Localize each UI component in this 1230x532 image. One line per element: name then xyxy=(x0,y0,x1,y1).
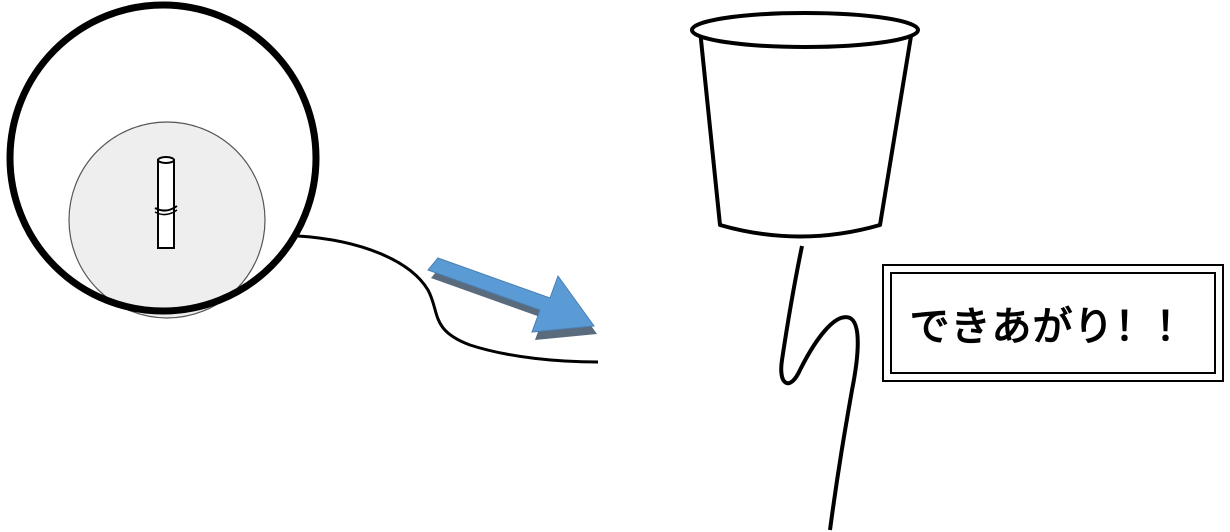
label-text: できあがり！！ xyxy=(909,304,1197,350)
label-box: できあがり！！ xyxy=(882,264,1224,382)
string-icon xyxy=(779,245,860,531)
paper-cup-icon xyxy=(690,11,920,239)
label-inner-frame: できあがり！！ xyxy=(890,272,1216,374)
string-left xyxy=(297,234,599,364)
straw-icon xyxy=(154,156,178,249)
outer-rim xyxy=(6,1,320,315)
arrow-right-icon xyxy=(427,257,597,340)
